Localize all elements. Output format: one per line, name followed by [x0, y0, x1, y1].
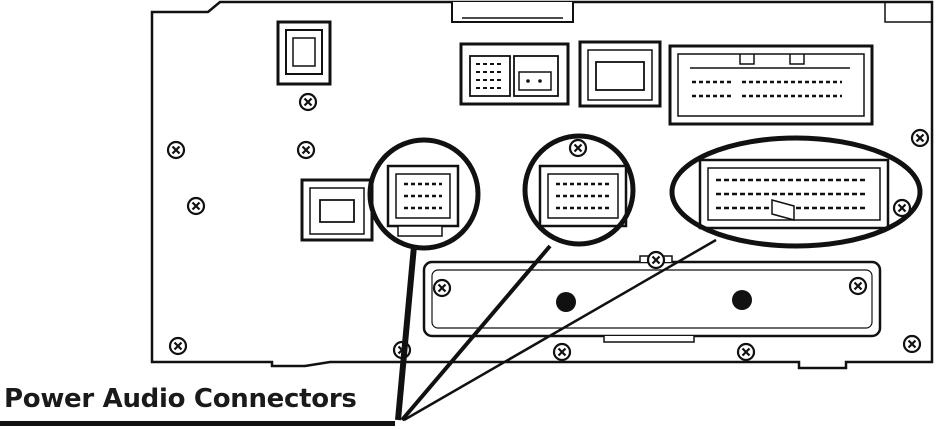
- antenna-connector: [276, 20, 332, 86]
- power-audio-connector-3: [698, 158, 890, 230]
- usb-connector: [578, 40, 662, 108]
- bottom-plate: [422, 255, 882, 343]
- dual-pin-connector: [459, 42, 570, 106]
- caption-label: Power Audio Connectors: [4, 384, 357, 414]
- rgb-connector: [300, 178, 374, 242]
- highlight-ellipse-3: [669, 135, 923, 249]
- caption-underline: [0, 421, 395, 426]
- power-audio-connector-2: [538, 164, 628, 228]
- large-multi-pin-connector: [668, 44, 874, 126]
- power-audio-connector-1: [386, 164, 460, 237]
- housing-inner-edge: [884, 2, 932, 23]
- pointer-lines: [395, 238, 717, 422]
- highlight-circle-2: [522, 133, 636, 247]
- highlight-circle-1: [367, 137, 481, 251]
- top-notch: [451, 2, 574, 23]
